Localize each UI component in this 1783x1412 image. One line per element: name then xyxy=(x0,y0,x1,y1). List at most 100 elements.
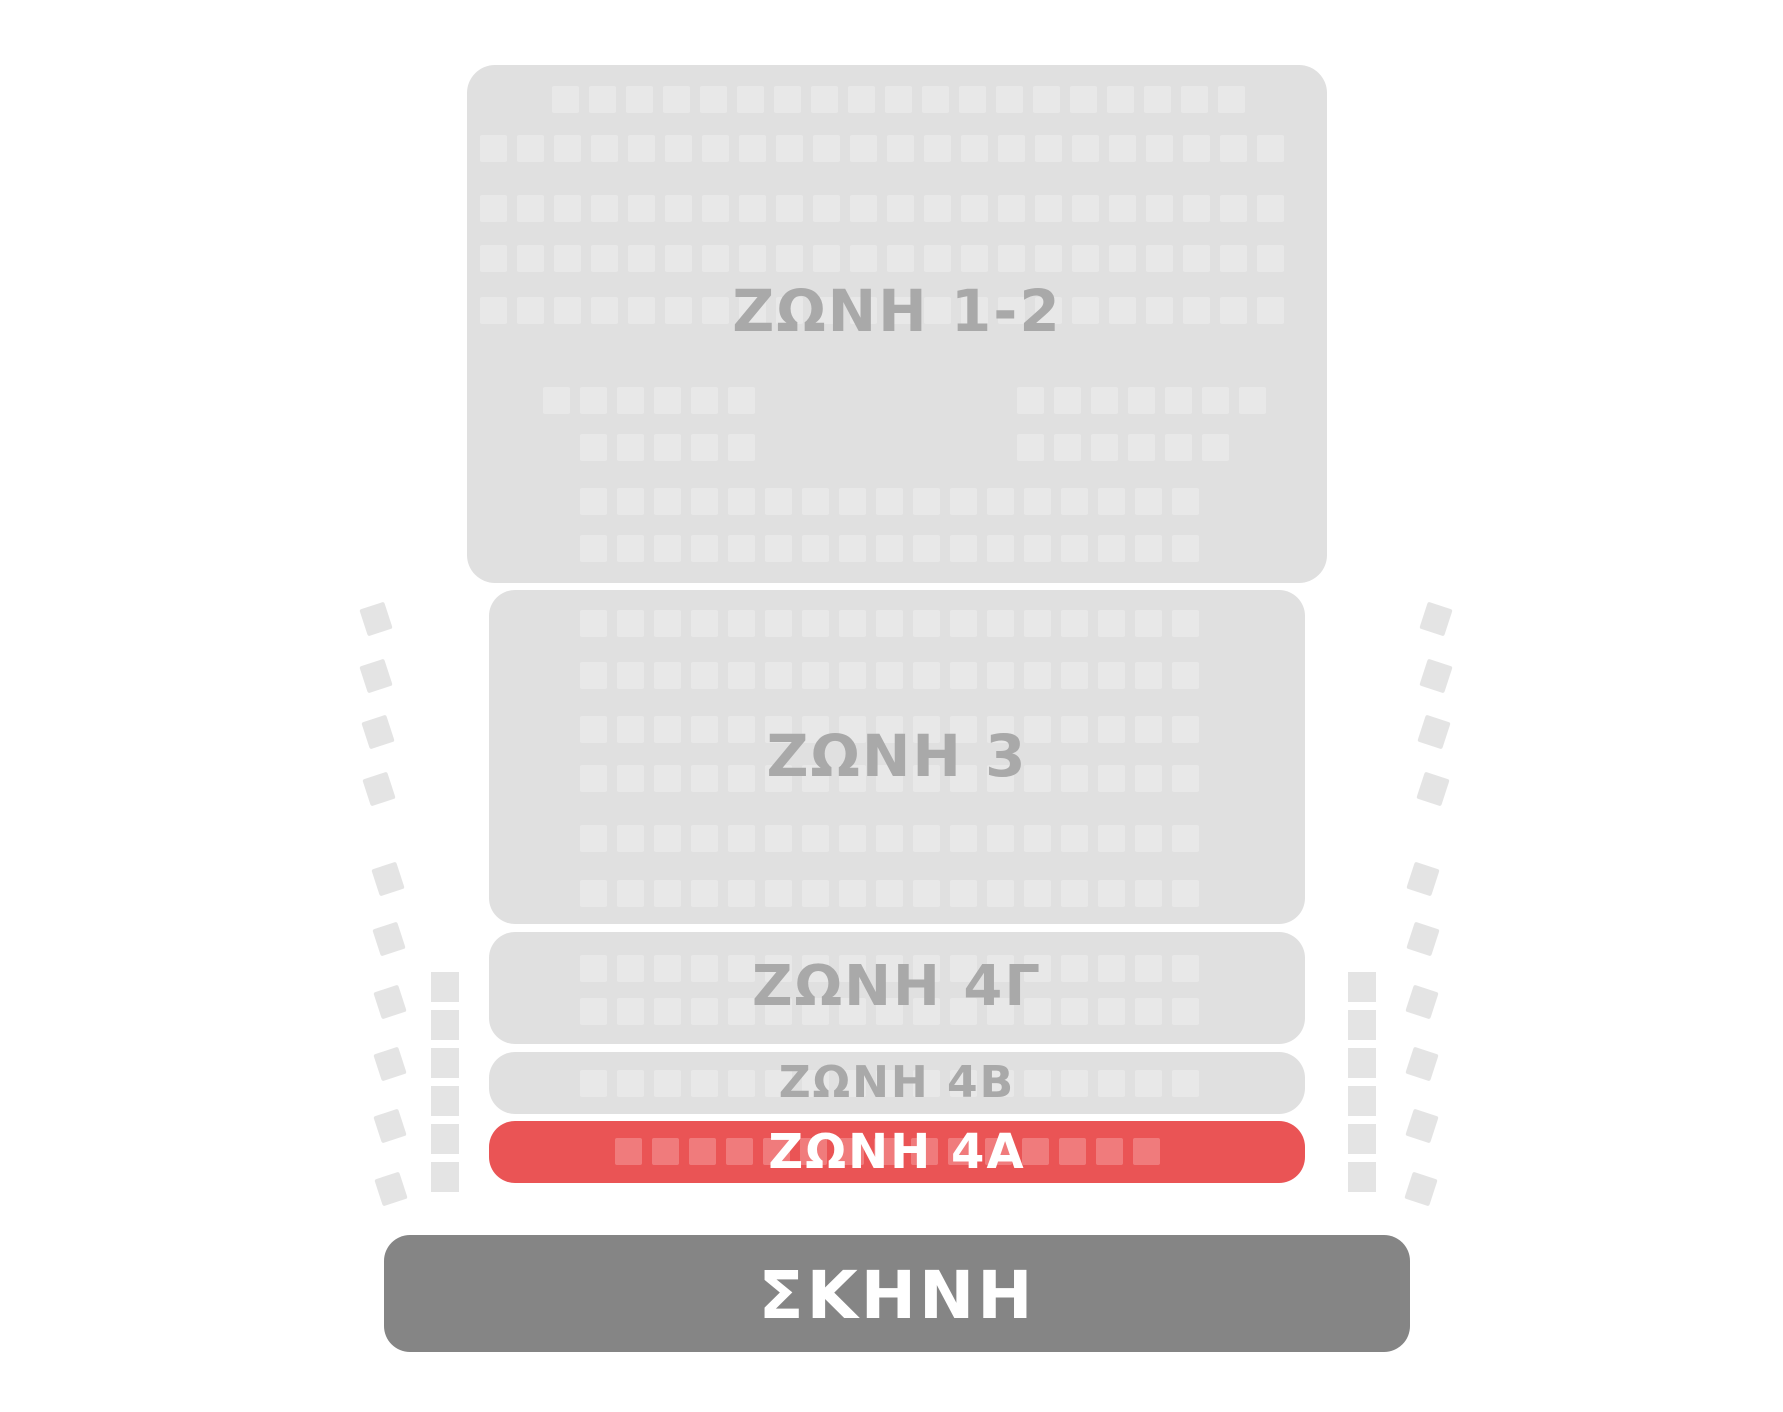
seat xyxy=(850,135,877,162)
seat xyxy=(1061,765,1088,792)
seat xyxy=(1098,1070,1125,1097)
seat xyxy=(1035,297,1062,324)
seat xyxy=(517,245,544,272)
seat xyxy=(1098,716,1125,743)
seat xyxy=(689,1138,716,1165)
zone-3-label: ΖΩΝΗ 3 xyxy=(766,722,1028,790)
box-seat xyxy=(1348,1010,1376,1040)
seat xyxy=(987,662,1014,689)
seat xyxy=(1165,387,1192,414)
side-seat xyxy=(1419,601,1453,637)
side-seat xyxy=(1416,771,1450,807)
seat xyxy=(913,662,940,689)
seat xyxy=(950,488,977,515)
seat xyxy=(765,955,792,982)
seat xyxy=(617,488,644,515)
seat xyxy=(691,955,718,982)
seat xyxy=(1035,135,1062,162)
seat xyxy=(961,135,988,162)
seat xyxy=(987,610,1014,637)
seat xyxy=(1035,195,1062,222)
seat xyxy=(802,488,829,515)
seat xyxy=(1017,434,1044,461)
seat xyxy=(654,825,681,852)
seat xyxy=(691,610,718,637)
seat xyxy=(1061,955,1088,982)
seat xyxy=(839,662,866,689)
seat xyxy=(1183,245,1210,272)
seat xyxy=(1135,488,1162,515)
seat xyxy=(554,135,581,162)
box-seat xyxy=(431,972,459,1002)
seat xyxy=(839,610,866,637)
seat xyxy=(913,610,940,637)
seat xyxy=(1024,535,1051,562)
seat xyxy=(628,245,655,272)
seat xyxy=(1061,1070,1088,1097)
seat xyxy=(1070,86,1097,113)
seat xyxy=(665,195,692,222)
seat xyxy=(876,955,903,982)
seat xyxy=(654,1070,681,1097)
seat xyxy=(987,765,1014,792)
zone-1-2[interactable]: ΖΩΝΗ 1-2 xyxy=(467,65,1327,583)
seat xyxy=(1135,955,1162,982)
zone-4a[interactable]: ΖΩΝΗ 4Α xyxy=(489,1121,1305,1183)
seat xyxy=(987,955,1014,982)
seat xyxy=(913,998,940,1025)
seat xyxy=(913,955,940,982)
seat xyxy=(1024,662,1051,689)
seat xyxy=(950,880,977,907)
seat xyxy=(811,86,838,113)
seat xyxy=(876,998,903,1025)
zone-3[interactable]: ΖΩΝΗ 3 xyxy=(489,590,1305,924)
seat xyxy=(1220,195,1247,222)
seat xyxy=(813,195,840,222)
seat xyxy=(615,1138,642,1165)
seat xyxy=(1172,535,1199,562)
seat xyxy=(961,245,988,272)
seat xyxy=(1183,297,1210,324)
seat xyxy=(654,488,681,515)
seat xyxy=(1072,135,1099,162)
seat xyxy=(887,195,914,222)
seat xyxy=(580,716,607,743)
seat xyxy=(802,998,829,1025)
seat xyxy=(1109,195,1136,222)
seat xyxy=(1107,86,1134,113)
seat xyxy=(1098,880,1125,907)
seat xyxy=(554,245,581,272)
box-seat xyxy=(431,1086,459,1116)
side-seat xyxy=(359,601,393,637)
seat xyxy=(924,195,951,222)
side-seat xyxy=(374,1171,408,1207)
seat xyxy=(652,1138,679,1165)
seat xyxy=(1220,297,1247,324)
seat xyxy=(1135,610,1162,637)
seat xyxy=(1135,1070,1162,1097)
seat xyxy=(665,245,692,272)
seat xyxy=(1172,825,1199,852)
seat xyxy=(1172,488,1199,515)
seat xyxy=(617,998,644,1025)
seat xyxy=(728,880,755,907)
box-seat xyxy=(1348,1162,1376,1192)
seat xyxy=(580,880,607,907)
seat xyxy=(913,825,940,852)
seat xyxy=(876,488,903,515)
seat xyxy=(702,245,729,272)
seat xyxy=(728,998,755,1025)
seat xyxy=(1024,1070,1051,1097)
seat xyxy=(654,765,681,792)
seat xyxy=(691,1070,718,1097)
zone-4g[interactable]: ΖΩΝΗ 4Γ xyxy=(489,932,1305,1044)
seat xyxy=(887,297,914,324)
seat xyxy=(480,135,507,162)
seat xyxy=(802,880,829,907)
side-seat xyxy=(371,861,405,897)
zone-4b[interactable]: ΖΩΝΗ 4Β xyxy=(489,1052,1305,1114)
seat xyxy=(913,716,940,743)
seat xyxy=(802,765,829,792)
seat xyxy=(617,880,644,907)
seat xyxy=(874,1138,901,1165)
